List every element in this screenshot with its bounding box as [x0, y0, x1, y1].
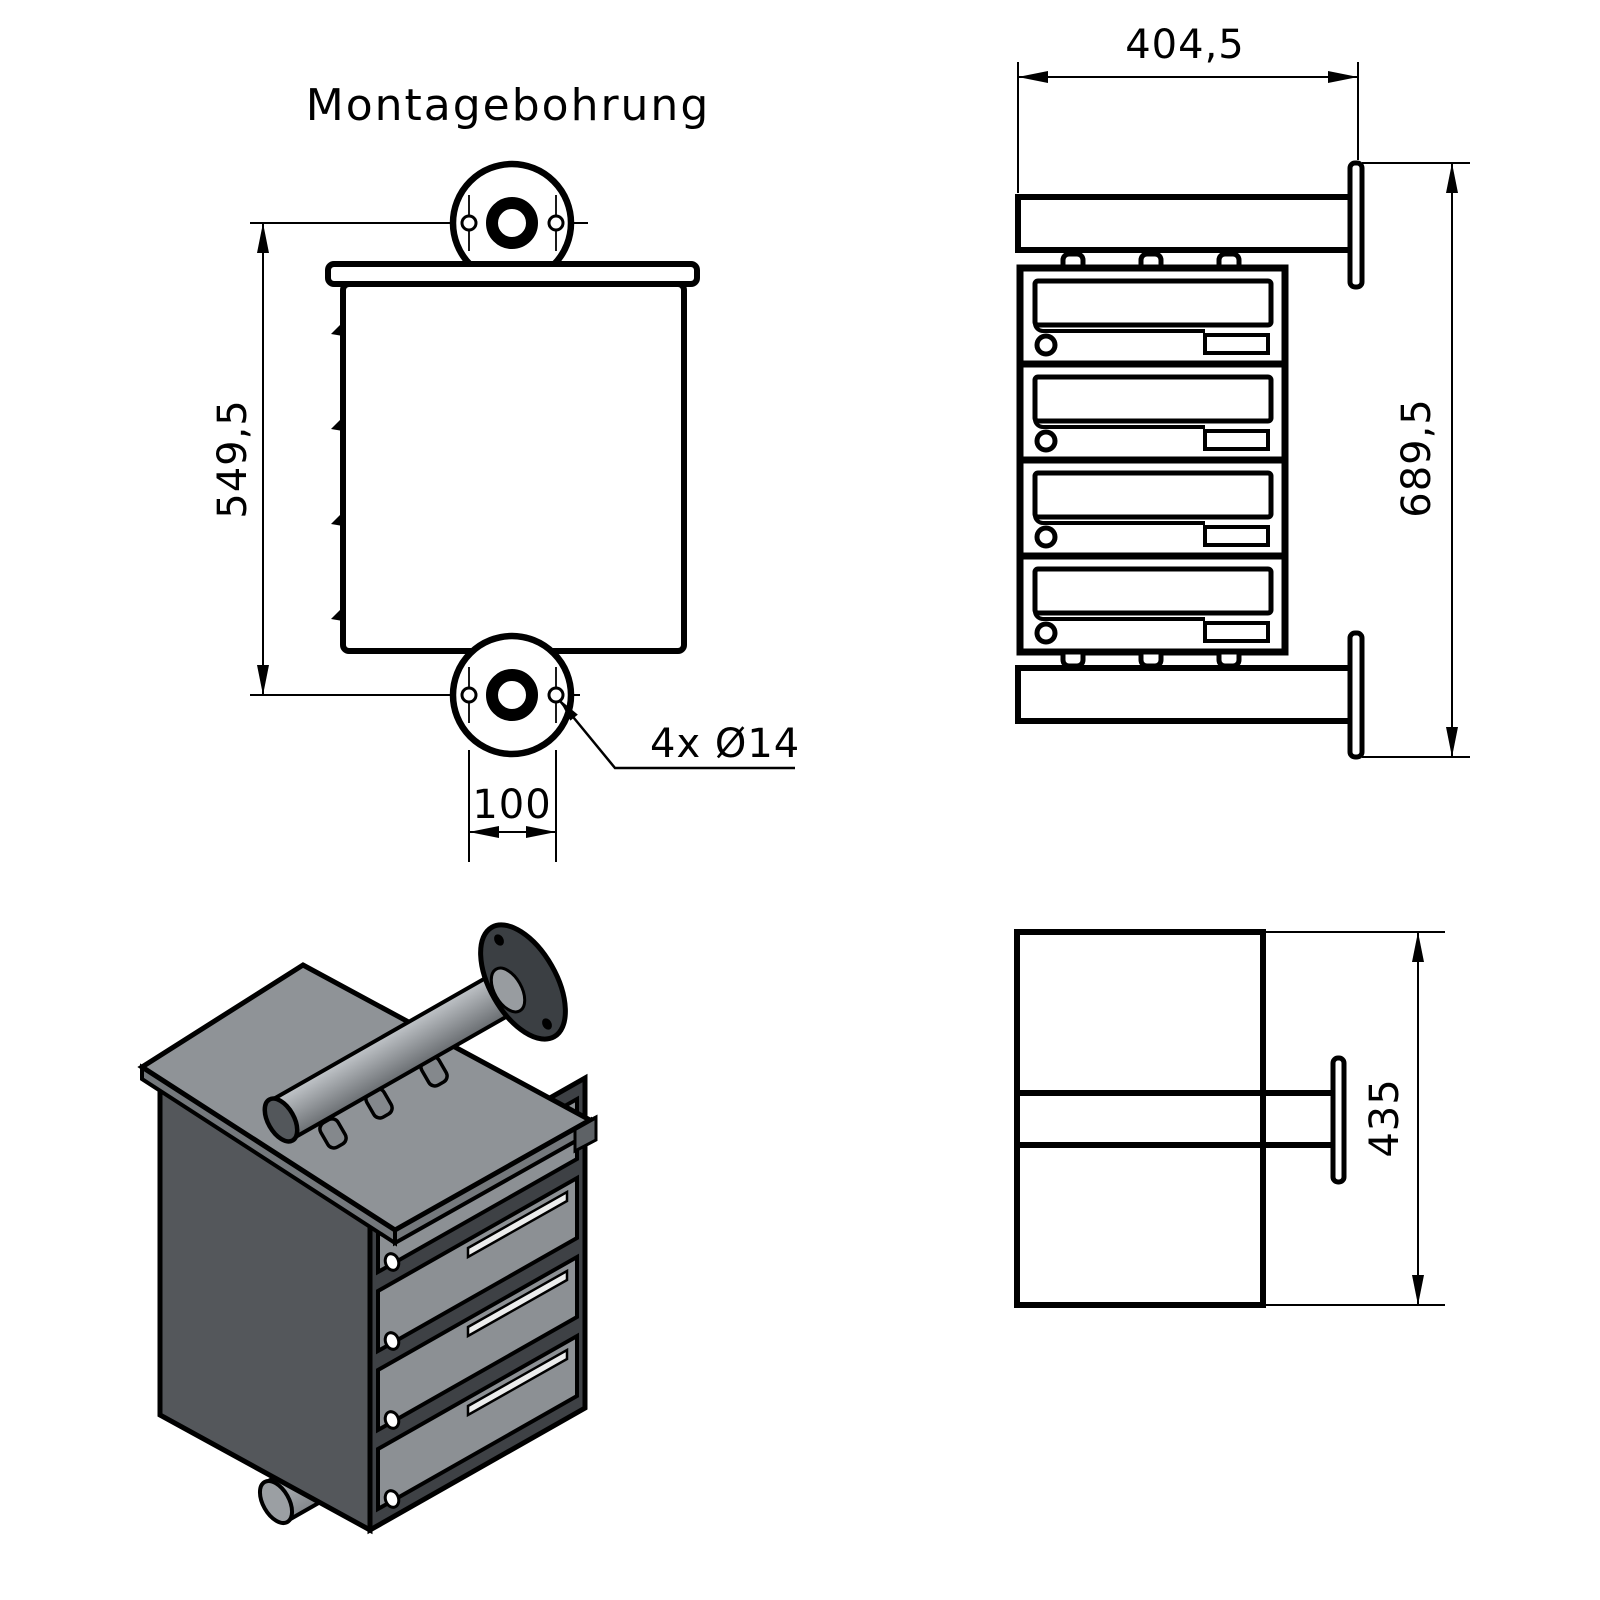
dim-front-width-label: 404,5 — [1125, 22, 1245, 68]
dim-hole-spacing-label: 100 — [472, 782, 551, 828]
dim-front-height-label: 689,5 — [1394, 398, 1440, 518]
bottom-mounting-flange — [453, 636, 571, 754]
mailbox-front-body — [1016, 264, 1289, 656]
top-view-wall-plate — [1330, 1055, 1347, 1185]
bottom-wall-plate — [1347, 630, 1365, 760]
dimension-hole-spacing: 100 — [468, 750, 557, 862]
top-view-body — [1014, 929, 1266, 1308]
iso-tube-cap — [262, 1096, 300, 1144]
dim-side-height-label: 549,5 — [210, 399, 256, 519]
dimension-front-height: 689,5 — [1362, 162, 1470, 758]
bottom-mounting-tube — [1015, 630, 1365, 760]
dimension-side-height: 549,5 — [210, 223, 269, 695]
dim-top-depth-label: 435 — [1362, 1078, 1408, 1157]
flange-screw-hole — [494, 934, 504, 946]
dimension-top-depth: 435 — [1263, 931, 1445, 1306]
top-tube — [1015, 194, 1355, 253]
view-title: Montagebohrung — [306, 80, 711, 131]
bottom-tube — [1015, 665, 1355, 724]
holes-callout: 4x Ø14 — [555, 695, 800, 770]
iso-tube-end — [489, 966, 527, 1014]
top-mounting-tube — [1015, 160, 1365, 290]
front-view: 404,5 — [1015, 22, 1470, 760]
side-body — [340, 281, 687, 654]
top-view-tube — [1017, 1055, 1347, 1185]
side-view: Montagebohrung 549,5 — [210, 80, 800, 862]
flange-screw-hole — [542, 1018, 552, 1030]
iso-tube-stubs — [318, 1055, 449, 1150]
iso-wall-flange — [478, 922, 568, 1042]
dimension-front-width: 404,5 — [1017, 22, 1359, 193]
top-view: 435 — [1014, 929, 1445, 1308]
iso-view — [137, 922, 598, 1535]
holes-note-label: 4x Ø14 — [650, 721, 800, 767]
top-wall-plate — [1347, 160, 1365, 290]
